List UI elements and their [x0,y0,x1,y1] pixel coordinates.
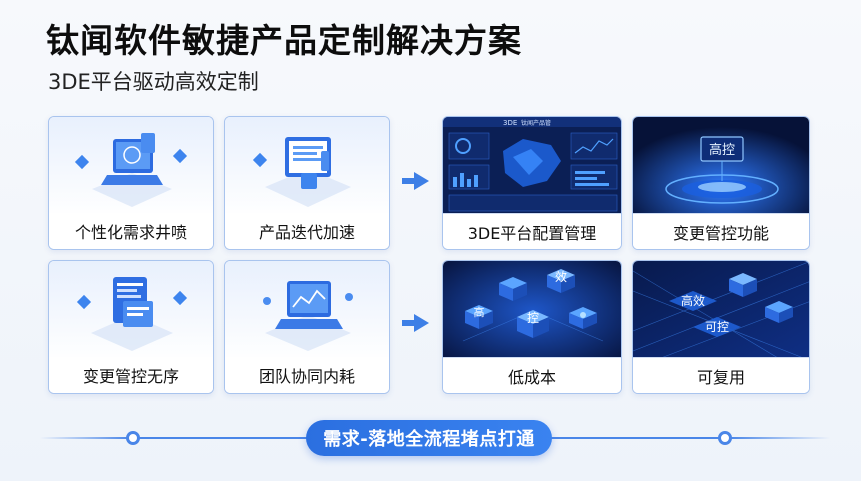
laptop-chart-illustration-icon [225,261,389,361]
document-stack-illustration-icon [225,117,389,217]
dashboard-brand-text: 3DE [503,119,517,127]
card-personalized-demand: 个性化需求井喷 [48,116,214,250]
gaoxiao-text: 高效 [681,293,705,308]
timeline-fade-right [730,437,830,439]
document-illustration-icon [49,261,213,361]
card-label: 个性化需求井喷 [49,213,213,249]
process-pill: 需求-落地全流程堵点打通 [306,420,552,456]
timeline-start-dot [126,431,140,445]
card-team-friction: 团队协同内耗 [224,260,390,394]
card-label: 变更管控无序 [49,357,213,393]
right-arrow-icon [402,172,429,190]
kong-text: 控 [527,311,539,325]
card-reusable: 高效 可控 可复用 [632,260,810,394]
page-title: 钛闻软件敏捷产品定制解决方案 [46,21,522,60]
xiao-text: 效 [555,269,567,284]
right-arrow-icon [402,314,429,332]
page-subtitle: 3DE平台驱动高效定制 [48,70,259,94]
cubes-illustration-icon: 效 高 控 [443,261,621,361]
network-illustration-icon: 高效 可控 [633,261,809,361]
card-product-iteration: 产品迭代加速 [224,116,390,250]
gao-text: 高 [474,305,485,319]
card-3de-config: 3DE 钛闻产品管 3DE平台配置管理 [442,116,622,250]
card-label: 低成本 [443,357,621,393]
card-change-disorder: 变更管控无序 [48,260,214,394]
timeline-end-dot [718,431,732,445]
card-label: 产品迭代加速 [225,213,389,249]
laptop-illustration-icon [49,117,213,217]
card-label: 变更管控功能 [633,213,809,249]
card-low-cost: 效 高 控 低成本 [442,260,622,394]
control-hologram-illustration-icon: 高控 [633,117,809,217]
card-label: 团队协同内耗 [225,357,389,393]
card-change-control-feature: 高控 变更管控功能 [632,116,810,250]
kekong-text: 可控 [705,320,729,334]
timeline-fade-left [40,437,130,439]
gaokong-text: 高控 [709,142,735,158]
card-label: 可复用 [633,357,809,393]
dashboard-title-text: 钛闻产品管 [521,119,551,127]
dashboard-illustration-icon: 3DE 钛闻产品管 [443,117,621,217]
card-label: 3DE平台配置管理 [443,213,621,249]
